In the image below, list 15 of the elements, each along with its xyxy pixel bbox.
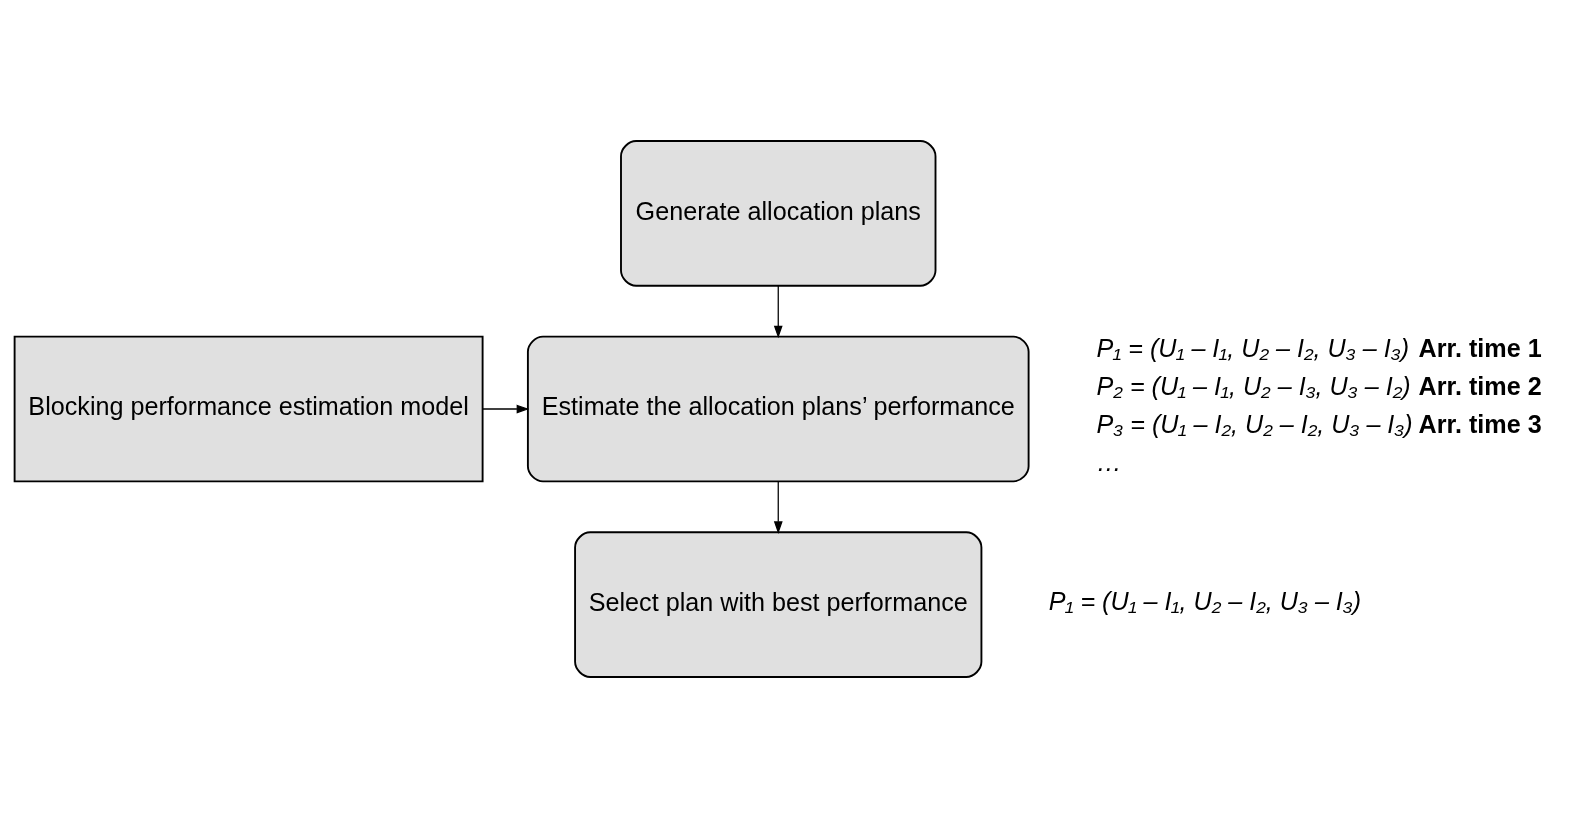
label: … <box>1096 447 1122 476</box>
label: P₁ = (U₁ – I₁, U₂ – I₂, U₃ – I₃) <box>1048 586 1361 615</box>
arrow <box>481 404 529 414</box>
label: P₁ = (U₁ – I₁, U₂ – I₂, U₃ – I₃) <box>1096 334 1409 363</box>
label: P₃ = (U₁ – I₂, U₂ – I₂, U₃ – I₃) <box>1096 409 1413 438</box>
arrow <box>773 285 783 339</box>
node-box: Generate allocation plans <box>619 140 936 287</box>
label: Arr. time 3 <box>1418 409 1542 438</box>
node-box: Blocking performance estimation model <box>13 335 484 483</box>
label: Arr. time 2 <box>1418 372 1542 401</box>
node-box: Select plan with best performance <box>573 531 982 678</box>
label: Arr. time 1 <box>1418 334 1542 363</box>
label: P₂ = (U₁ – I₁, U₂ – I₃, U₃ – I₂) <box>1096 372 1411 401</box>
arrow <box>773 481 783 534</box>
node-box: Estimate the allocation plans’ performance <box>526 335 1030 483</box>
